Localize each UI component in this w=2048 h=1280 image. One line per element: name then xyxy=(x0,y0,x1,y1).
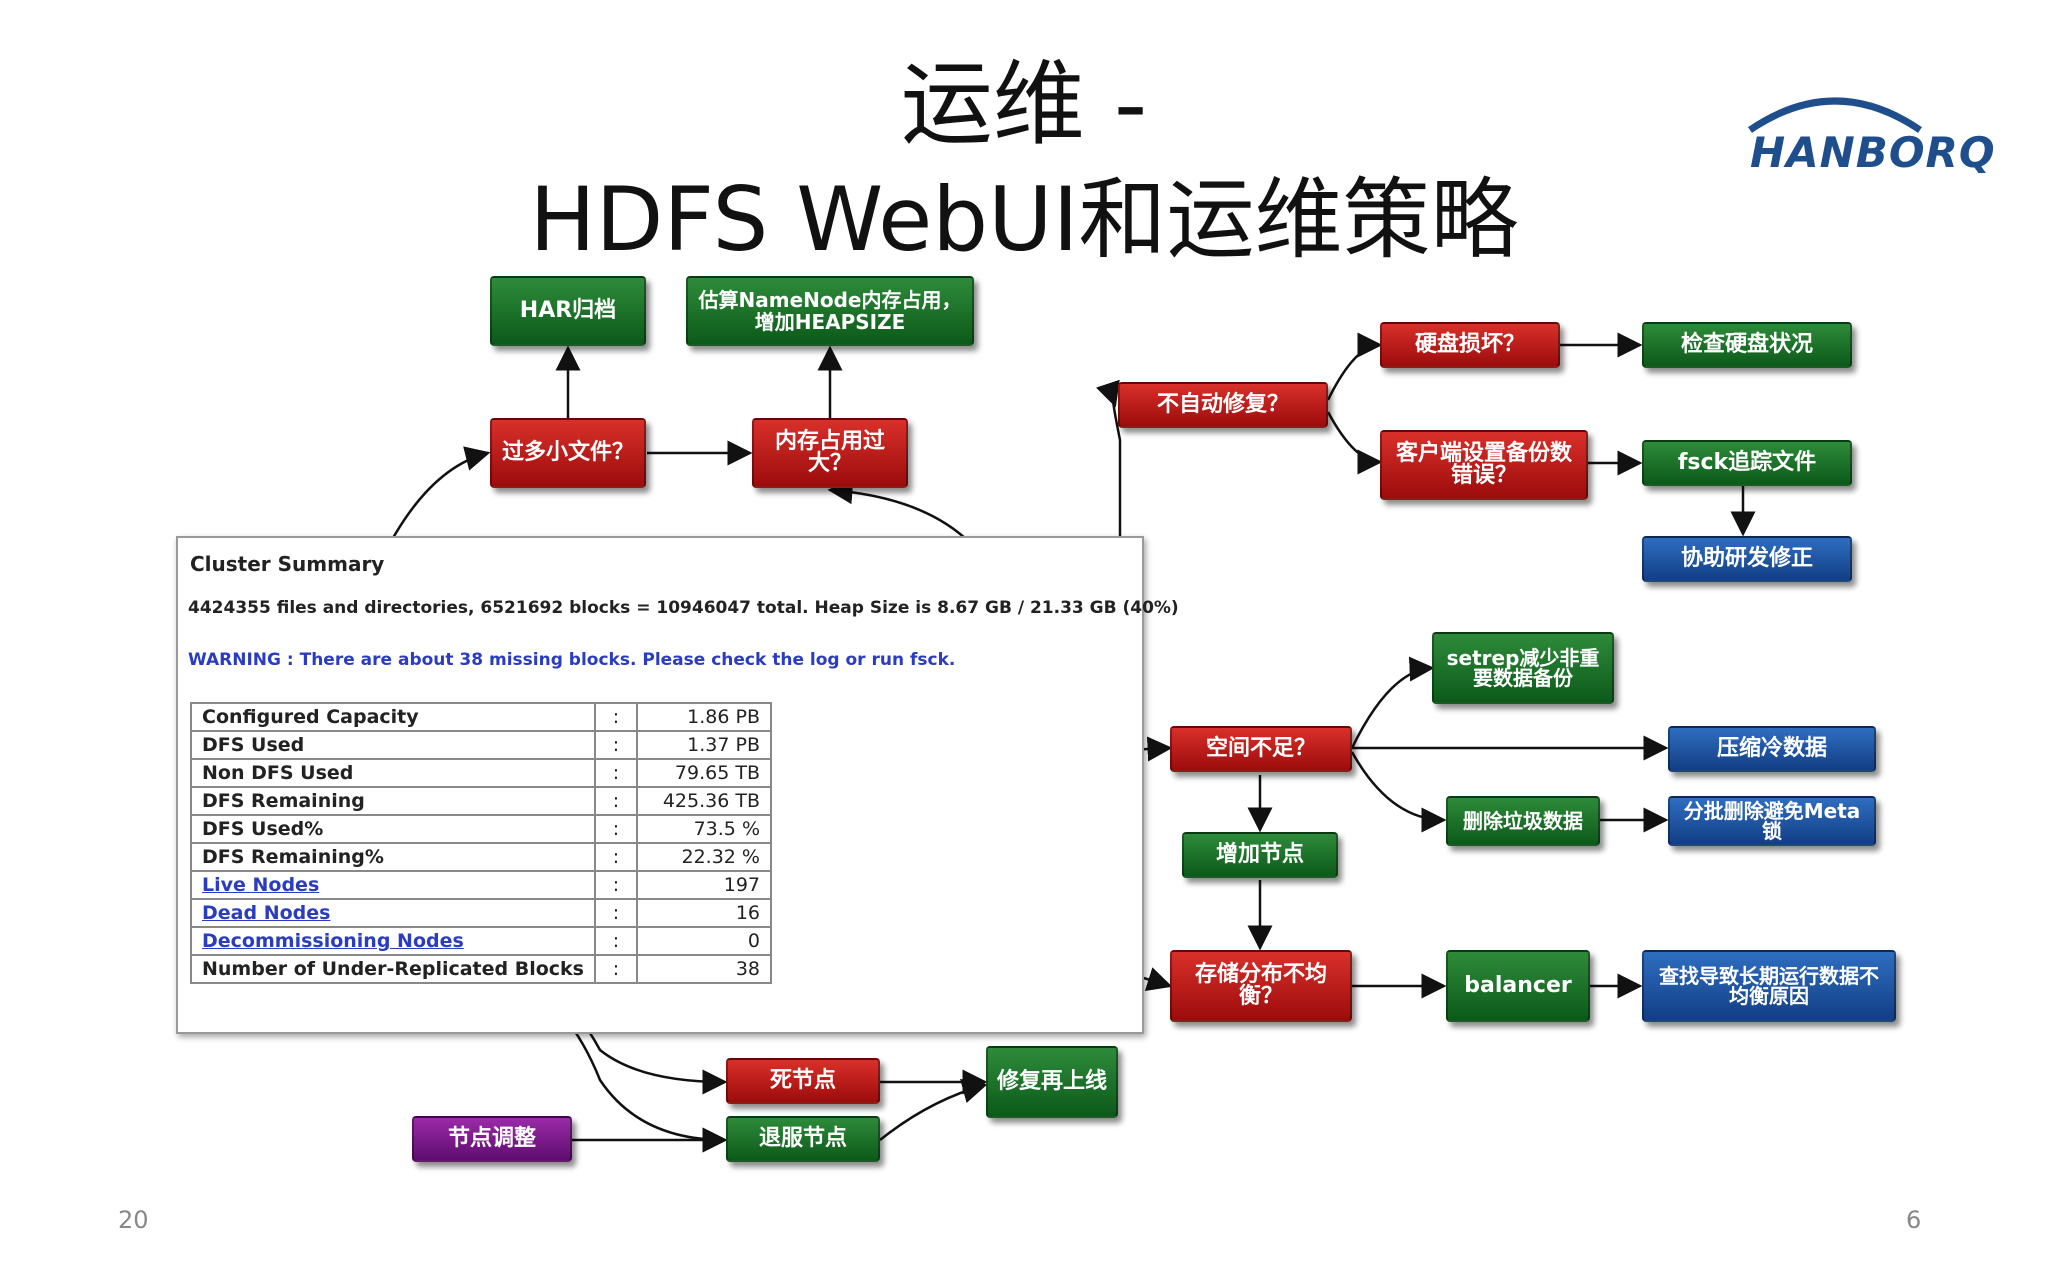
footer-left: 20 xyxy=(118,1206,149,1234)
client-replica-error-box: 客户端设置备份数错误？ xyxy=(1380,430,1588,500)
table-row: DFS Remaining%:22.32 % xyxy=(190,842,772,872)
help-dev-fix-box: 协助研发修正 xyxy=(1642,536,1852,582)
estimate-memory-box: 估算NameNode内存占用，增加HEAPSIZE xyxy=(686,276,974,346)
page-number: 6 xyxy=(1906,1206,1922,1234)
table-row: Configured Capacity:1.86 PB xyxy=(190,702,772,732)
table-row: Non DFS Used:79.65 TB xyxy=(190,758,772,788)
too-many-small-files-box: 过多小文件？ xyxy=(490,418,646,488)
stat-value: 22.32 % xyxy=(636,842,772,872)
stat-sep: : xyxy=(594,786,638,816)
table-row: Live Nodes:197 xyxy=(190,870,772,900)
stat-key: DFS Used xyxy=(190,730,596,760)
har-archive-box: HAR归档 xyxy=(490,276,646,346)
stat-key: Number of Under-Replicated Blocks xyxy=(190,954,596,984)
stat-value: 425.36 TB xyxy=(636,786,772,816)
stat-value: 38 xyxy=(636,954,772,984)
stat-sep: : xyxy=(594,842,638,872)
stat-key: Configured Capacity xyxy=(190,702,596,732)
table-row: Decommissioning Nodes:0 xyxy=(190,926,772,956)
uneven-storage-box: 存储分布不均衡？ xyxy=(1170,950,1352,1022)
memory-too-big-box: 内存占用过大？ xyxy=(752,418,908,488)
stat-value: 16 xyxy=(636,898,772,928)
table-row: DFS Used:1.37 PB xyxy=(190,730,772,760)
cluster-summary-line: 4424355 files and directories, 6521692 b… xyxy=(188,598,1179,618)
stat-value: 1.37 PB xyxy=(636,730,772,760)
stat-sep: : xyxy=(594,926,638,956)
disk-broken-box: 硬盘损坏？ xyxy=(1380,322,1560,368)
slide-title-line1: 运维 - xyxy=(900,51,1148,158)
stat-key: DFS Used% xyxy=(190,814,596,844)
stat-sep: : xyxy=(594,898,638,928)
no-space-box: 空间不足？ xyxy=(1170,726,1352,772)
stat-sep: : xyxy=(594,702,638,732)
balancer-box: balancer xyxy=(1446,950,1590,1022)
dead-node-box: 死节点 xyxy=(726,1058,880,1104)
compress-cold-data-box: 压缩冷数据 xyxy=(1668,726,1876,772)
decommissioning-nodes-link[interactable]: Decommissioning Nodes xyxy=(190,926,596,956)
no-auto-repair-box: 不自动修复？ xyxy=(1118,382,1328,428)
stat-sep: : xyxy=(594,814,638,844)
stat-sep: : xyxy=(594,758,638,788)
stat-value: 1.86 PB xyxy=(636,702,772,732)
stat-key: DFS Remaining xyxy=(190,786,596,816)
cluster-summary-title: Cluster Summary xyxy=(190,552,385,576)
table-row: DFS Used%:73.5 % xyxy=(190,814,772,844)
stat-value: 0 xyxy=(636,926,772,956)
table-row: DFS Remaining:425.36 TB xyxy=(190,786,772,816)
stat-value: 197 xyxy=(636,870,772,900)
setrep-box: setrep减少非重要数据备份 xyxy=(1432,632,1614,704)
find-imbalance-reason-box: 查找导致长期运行数据不均衡原因 xyxy=(1642,950,1896,1022)
logo-arc-icon xyxy=(1748,97,1922,133)
table-row: Number of Under-Replicated Blocks:38 xyxy=(190,954,772,984)
fsck-trace-box: fsck追踪文件 xyxy=(1642,440,1852,486)
stat-sep: : xyxy=(594,870,638,900)
stat-value: 73.5 % xyxy=(636,814,772,844)
table-row: Dead Nodes:16 xyxy=(190,898,772,928)
cluster-stats-table: Configured Capacity:1.86 PB DFS Used:1.3… xyxy=(190,702,772,984)
add-node-box: 增加节点 xyxy=(1182,832,1338,878)
missing-blocks-warning[interactable]: WARNING : There are about 38 missing blo… xyxy=(188,650,956,670)
live-nodes-link[interactable]: Live Nodes xyxy=(190,870,596,900)
stat-key: DFS Remaining% xyxy=(190,842,596,872)
batch-delete-box: 分批删除避免Meta锁 xyxy=(1668,796,1876,846)
logo: HANBORQ xyxy=(1750,128,1996,177)
slide-title-line2: HDFS WebUI和运维策略 xyxy=(529,168,1519,271)
stat-sep: : xyxy=(594,954,638,984)
cluster-summary-panel: Cluster Summary 4424355 files and direct… xyxy=(176,536,1179,1034)
stat-key: Non DFS Used xyxy=(190,758,596,788)
stat-value: 79.65 TB xyxy=(636,758,772,788)
check-disk-box: 检查硬盘状况 xyxy=(1642,322,1852,368)
stat-sep: : xyxy=(594,730,638,760)
repair-online-box: 修复再上线 xyxy=(986,1046,1118,1118)
delete-garbage-box: 删除垃圾数据 xyxy=(1446,796,1600,846)
dead-nodes-link[interactable]: Dead Nodes xyxy=(190,898,596,928)
decommission-node-box: 退服节点 xyxy=(726,1116,880,1162)
node-adjust-box: 节点调整 xyxy=(412,1116,572,1162)
